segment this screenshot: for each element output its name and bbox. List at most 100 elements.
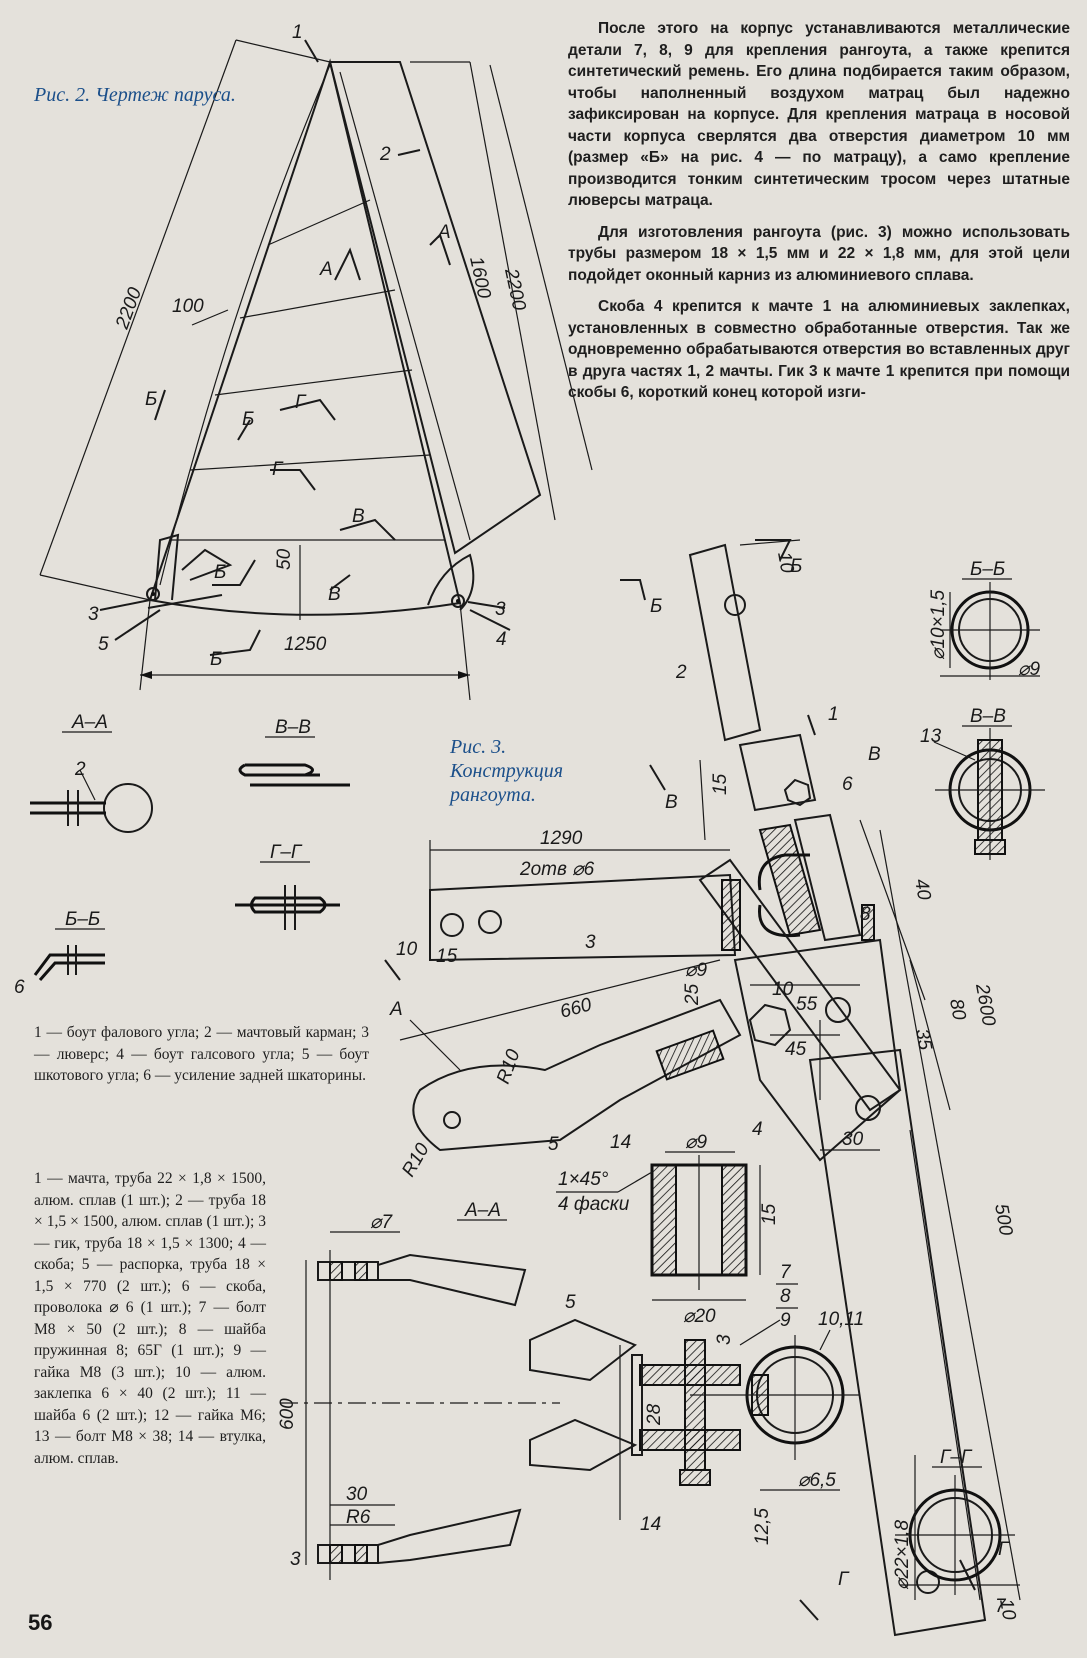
sec-g-1: Г <box>295 392 307 413</box>
detail-sections: Б–Б ⌀10×1,5 ⌀9 В–В 13 14 ⌀9 1×45° 4 фаск… <box>277 559 1045 1617</box>
rig-sec-b: Б <box>650 596 662 617</box>
rig-dim-30: 30 <box>842 1129 864 1150</box>
dim-100: 100 <box>172 296 204 317</box>
rig-dim-500: 500 <box>990 1202 1016 1237</box>
detail-d3b: 3 <box>714 1334 735 1345</box>
rig-sec-v2: В <box>868 744 881 765</box>
rig-part-2: 2 <box>675 662 687 683</box>
rig-dim-10c: 10 <box>773 550 797 575</box>
detail-d3: 3 <box>290 1549 301 1570</box>
detail-d20: ⌀20 <box>683 1306 716 1327</box>
figure-2-legend: 1 — боут фалового угла; 2 — мачтовый кар… <box>34 1024 369 1084</box>
rig-sec-b2: Б <box>790 556 802 577</box>
article-text: После этого на корпус устанавливаются ме… <box>568 18 1070 414</box>
detail-d28: 28 <box>644 1403 665 1426</box>
rig-holes: 2отв ⌀6 <box>519 859 595 880</box>
detail-d125: 12,5 <box>752 1508 773 1545</box>
rig-part-5: 5 <box>548 1134 559 1155</box>
section-vv-title: В–В <box>275 717 311 738</box>
detail-part-13: 13 <box>920 726 942 747</box>
detail-gg-title: Г–Г <box>940 1447 973 1468</box>
detail-chamfer-2: 4 фаски <box>558 1194 630 1215</box>
rig-sec-g: Г <box>998 1539 1010 1560</box>
sail-labels: 2200 2200 1600 100 50 1250 1 2 3 3 4 5 А… <box>88 22 530 670</box>
sec-a-2: А <box>437 222 451 243</box>
rig-dim-55: 55 <box>796 994 818 1015</box>
sec-b-4: Б <box>210 649 222 670</box>
detail-vv-title: В–В <box>970 706 1006 727</box>
dim-1250: 1250 <box>284 634 327 655</box>
section-bb-title: Б–Б <box>65 909 100 930</box>
rig-dim-660: 660 <box>558 994 594 1023</box>
rig-r10b: R10 <box>398 1139 434 1180</box>
detail-d9c: ⌀9 <box>685 1132 707 1153</box>
detail-d600: 600 <box>277 1398 298 1430</box>
rig-labels: 1290 2отв ⌀6 10 15 660 25 10 ⌀9 55 45 35… <box>389 550 1020 1622</box>
rig-r10a: R10 <box>493 1046 525 1086</box>
figure-3-legend: 1 — мачта, труба 22 × 1,8 × 1500, алюм. … <box>34 1170 266 1467</box>
rig-dim-45: 45 <box>785 1039 807 1060</box>
detail-r6: R6 <box>346 1507 371 1528</box>
part-5: 5 <box>98 634 109 655</box>
figure-2-caption: Рис. 2. Чертеж паруса. <box>34 84 236 106</box>
rig-dim-80: 80 <box>945 997 969 1022</box>
rig-dim-1290: 1290 <box>540 828 583 849</box>
sail-sections: А–А 2 В–В Г–Г Б–Б 6 <box>14 712 350 998</box>
part-2: 2 <box>379 144 391 165</box>
paragraph-3: Скоба 4 крепится к мачте 1 на алюминиевы… <box>568 298 1070 401</box>
paragraph-1: После этого на корпус устанавливаются ме… <box>568 20 1070 209</box>
dim-2200-left: 2200 <box>112 284 147 332</box>
detail-d22x18: ⌀22×1,8 <box>892 1519 913 1590</box>
section-aa-part-2: 2 <box>74 759 86 780</box>
dim-2200-right: 2200 <box>500 266 530 313</box>
sec-b-3: Б <box>214 562 226 583</box>
detail-bb-title: Б–Б <box>970 559 1005 580</box>
paragraph-2: Для изготовления рангоута (рис. 3) можно… <box>568 223 1070 284</box>
rig-dim-15b: 15 <box>710 773 731 795</box>
page-number: 56 <box>28 1610 53 1635</box>
part-1: 1 <box>292 22 303 43</box>
rig-part-4: 4 <box>752 1119 763 1140</box>
rig-part-1: 1 <box>828 704 839 725</box>
dim-50: 50 <box>274 548 295 570</box>
rig-dim-10a: 10 <box>396 939 418 960</box>
detail-part-1011: 10,11 <box>818 1309 864 1330</box>
part-3a: 3 <box>88 604 99 625</box>
detail-part-9: 9 <box>780 1310 791 1331</box>
rig-dim-9: ⌀9 <box>685 960 707 981</box>
detail-part-7b: 7 <box>995 1596 1007 1617</box>
detail-d9b: ⌀9 <box>1018 659 1040 680</box>
rig-dim-35: 35 <box>911 1027 935 1052</box>
sec-a-1: А <box>319 259 333 280</box>
detail-aa-title: А–А <box>464 1200 501 1221</box>
detail-d65: ⌀6,5 <box>798 1470 836 1491</box>
detail-part-14b: 14 <box>640 1514 661 1535</box>
detail-d10x15: ⌀10×1,5 <box>928 589 949 660</box>
sail-drawing <box>39 39 593 701</box>
rig-sec-a: А <box>389 999 403 1020</box>
rig-dim-15a: 15 <box>436 946 458 967</box>
section-aa-title: А–А <box>71 712 108 733</box>
detail-part-14: 14 <box>610 1132 631 1153</box>
rig-part-3: 3 <box>585 932 596 953</box>
section-bb-part-6: 6 <box>14 977 25 998</box>
detail-part-7: 7 <box>780 1262 792 1283</box>
rig-sec-v: В <box>665 792 678 813</box>
sec-b-1: Б <box>145 389 157 410</box>
section-gg-title: Г–Г <box>270 842 303 863</box>
part-3b: 3 <box>495 599 506 620</box>
rig-part-8: 8 <box>860 904 871 925</box>
sec-b-2: Б <box>242 409 254 430</box>
sec-g-2: Г <box>272 459 284 480</box>
rig-part-6: 6 <box>842 774 853 795</box>
detail-d15c: 15 <box>759 1203 780 1225</box>
rig-dim-10d: 10 <box>995 1597 1019 1622</box>
figure-3-caption: Рис. 3. Конструкция рангоута. <box>450 736 564 806</box>
sec-v-2: В <box>328 584 341 605</box>
rig-dim-2600: 2600 <box>971 981 999 1028</box>
rig-dim-10b: 10 <box>772 979 794 1000</box>
detail-part-8b: 8 <box>780 1286 791 1307</box>
detail-chamfer-1: 1×45° <box>558 1169 609 1190</box>
